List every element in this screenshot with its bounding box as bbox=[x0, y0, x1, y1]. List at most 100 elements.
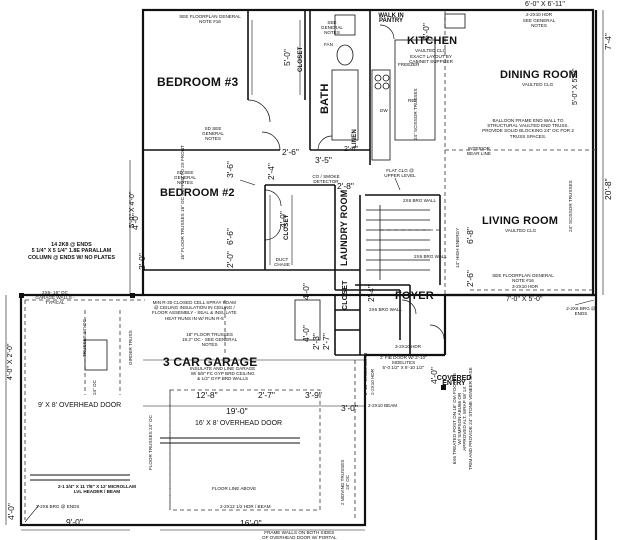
note-girder-truss: GIRDER TRUSS bbox=[128, 330, 133, 365]
note-spray-foam: MIN R-30 CLOSED CELL SPRAY FOAM @ CEILIN… bbox=[152, 300, 237, 321]
note-garage-walls: 2X6- 16" OC GARAGE WALLS - TYPICAL bbox=[35, 290, 75, 306]
note-header-bottom: 2-2X12 1/2 HDR / BEAM bbox=[220, 504, 271, 509]
room-label-bedroom3: BEDROOM #3 bbox=[157, 75, 239, 89]
note-frame-walls: FRAME WALLS ON BOTH SIDES OF OVERHEAD DO… bbox=[262, 530, 337, 540]
note-brg-ends-left: 2-2X6 BRG @ ENDS bbox=[36, 504, 80, 509]
dim-bed3-2-0: 2'-0" bbox=[137, 253, 147, 270]
note-foyer-hdr: 3-2X10 HDR bbox=[395, 344, 422, 349]
note-dw: DW bbox=[380, 108, 388, 113]
room-label-laundry: LAUNDRY ROOM bbox=[339, 189, 349, 266]
dim-bath-5-0: 5'-0" bbox=[421, 23, 431, 40]
dim-right-20-8: 20'-8" bbox=[603, 178, 613, 200]
note-kitchen-layout: EXACT LAYOUT BY CABINET SUPPLIER bbox=[409, 54, 453, 65]
note-brg-ends-right: 2-2X6 BRG @ ENDS bbox=[566, 306, 596, 317]
dim-6-8: 6'-8" bbox=[465, 227, 475, 244]
room-label-closet-foyer: CLOSET bbox=[342, 280, 349, 310]
dim-3-5: 3'-5" bbox=[315, 155, 332, 165]
room-label-kitchen: KITCHEN bbox=[407, 35, 458, 47]
note-floor-line: FLOOR LINE ABOVE bbox=[212, 486, 257, 491]
dim-closet-5-0: 5'-0" bbox=[282, 49, 292, 66]
note-ref: REF bbox=[408, 98, 418, 103]
note-garage-insulate: INSULATE AND LINE GARAGE W/ 5/8" FC GYP … bbox=[190, 366, 256, 382]
note-interior-bearing: INTERIOR BEAR LINE bbox=[467, 146, 491, 157]
note-brg-wall-2: 2X6 BRG WALL bbox=[414, 254, 448, 259]
overhead-door-16x8: 16' X 8' OVERHEAD DOOR bbox=[195, 420, 283, 427]
stairs bbox=[366, 205, 430, 280]
room-label-foyer: FOYER bbox=[395, 290, 434, 302]
note-sd-bed3: SD SEE GENERAL NOTES bbox=[202, 126, 224, 142]
dim-6-6: 6'-6" bbox=[225, 228, 235, 245]
door-swings bbox=[247, 24, 445, 340]
bath-fixtures bbox=[331, 14, 359, 141]
note-living-hdr: 3-2X10 HDR bbox=[512, 284, 539, 289]
dim-bed3-left-4-0: 4'-0" bbox=[130, 213, 140, 230]
dim-2-4b: 2'-4" bbox=[366, 285, 376, 302]
leader-arrows bbox=[24, 177, 595, 523]
dim-top-6-11: 6'-0" X 6'-11" bbox=[525, 1, 565, 8]
note-co-smoke: CO / SMOKE DETECTOR bbox=[312, 174, 340, 185]
note-steel-beam: 2- 10" STEEL BEAM bbox=[363, 352, 368, 395]
note-bed2-trusses: 16" FLOOR TRUSSES 16" OC CUPPED TO 2X FR… bbox=[180, 145, 185, 260]
note-parallam: 14 2K8 @ ENDS 5 1/4" X 5 1/4" 1.8E PARAL… bbox=[28, 242, 115, 261]
note-microllam: 2-1 3/4" X 11 7/8" X 12' MICROLLAM LVL H… bbox=[58, 484, 136, 495]
note-floorplan-general-living: SEE FLOORPLAN GENERAL NOTE #16 bbox=[492, 273, 554, 284]
note-brg-wall-3: 2X6 BRG WALL bbox=[369, 307, 403, 312]
dim-b3-3-6: 3'-6" bbox=[225, 161, 235, 178]
dim-9-0: 9'-0" bbox=[66, 517, 83, 527]
columns bbox=[19, 293, 446, 390]
note-bonus-trusses: 24" OC bbox=[92, 380, 97, 395]
note-moving-trusses: 2 MOVING TRUSSES 24" OC bbox=[340, 459, 351, 505]
dim-right-7-4: 7'-4" bbox=[603, 33, 613, 50]
note-fan: FAN bbox=[324, 42, 333, 47]
note-flat-clg: FLAT CLG @ UPPER LEVEL bbox=[384, 168, 416, 179]
dim-4-0d: 4'-0" bbox=[429, 367, 439, 384]
note-balloon-frame: BALLOON FRAME END WALL TO STRUCTURAL VAU… bbox=[482, 118, 574, 139]
note-see-general-bath: SEE GENERAL NOTES bbox=[321, 20, 343, 36]
room-label-covered-entry: COVERED ENTRY bbox=[436, 375, 472, 388]
room-label-walk-in-pantry: WALK IN PANTRY bbox=[378, 13, 404, 25]
note-lvl-beam: 2-2X10 BEAM bbox=[368, 403, 398, 408]
dim-2-7b: 2'-7" bbox=[258, 390, 275, 400]
note-duct-chase: DUCT CHASE bbox=[274, 257, 290, 268]
overhead-door-lines bbox=[30, 437, 300, 481]
note-hdr-2x10: 2-2X10 HDR bbox=[370, 368, 375, 395]
closet-shelves bbox=[251, 20, 301, 265]
room-label-closet-b3: CLOSET bbox=[298, 46, 304, 72]
room-label-dining: DINING ROOM bbox=[500, 69, 578, 81]
dim-12-8: 12'-8" bbox=[196, 390, 218, 400]
dim-4-2-0: 4'-0" X 2'-0" bbox=[7, 343, 14, 380]
dim-3-9: 3'-9" bbox=[305, 390, 322, 400]
dim-4-0c: 4'-0" bbox=[301, 325, 311, 342]
kitchen-fixtures bbox=[371, 13, 466, 161]
room-label-bath: BATH bbox=[319, 83, 331, 114]
exterior-walls bbox=[19, 8, 598, 540]
dim-3-0: 3'-0" bbox=[341, 403, 358, 413]
dimension-lines bbox=[5, 10, 604, 531]
dim-4-0b: 4'-0" bbox=[301, 283, 311, 300]
note-dining-ceiling: VAULTED CLG bbox=[522, 82, 554, 87]
note-door-sidelites: 2' FIB DOOR W/ 2'-10" SIDELITES 5'-0 1/2… bbox=[380, 355, 427, 371]
dim-right-5-0: 5'-0" X 5'-0" bbox=[572, 68, 579, 105]
note-floor-trusses: 18" FLOOR TRUSSES 19.2" OC - SEE GENERAL… bbox=[182, 332, 238, 348]
room-label-living: LIVING ROOM bbox=[482, 215, 559, 227]
note-floorplan-general-top: SEE FLOORPLAN GENERAL NOTE #16 bbox=[179, 14, 241, 25]
dim-2-6: 2'-6" bbox=[465, 270, 475, 287]
note-top-right-notes: SEE GENERAL NOTES bbox=[522, 18, 556, 29]
dim-2-4a: 2'-4" bbox=[266, 163, 276, 180]
dim-2-0: 2'-0" bbox=[225, 251, 235, 268]
dim-2-8: 2'-8" bbox=[337, 181, 354, 191]
note-living-trusses: 24" SCISSOR TRUSSES bbox=[568, 180, 573, 232]
dim-7-0-5-0: 7'-0" X 5'-0" bbox=[506, 296, 543, 303]
note-floor-trusses-left: FLOOR TRUSSES 24" OC bbox=[148, 415, 153, 470]
room-label-garage: 3 CAR GARAGE bbox=[163, 355, 258, 369]
overhead-door-9x8: 9' X 8' OVERHEAD DOOR bbox=[38, 402, 122, 409]
note-left-trusses: TRUSSES 24" OC bbox=[82, 319, 87, 357]
note-brg-wall-1: 2X6 BRG WALL bbox=[403, 198, 437, 203]
note-top-right-hdr: 2-2X10 HDR bbox=[526, 12, 553, 17]
note-freezer: FREEZER bbox=[398, 62, 420, 67]
dim-4-0a: 4'-0" bbox=[278, 211, 288, 228]
interior-walls bbox=[143, 10, 441, 356]
note-living-ceiling: VAULTED CLG bbox=[505, 228, 537, 233]
dim-b3-2-6: 2'-6" bbox=[282, 147, 299, 157]
